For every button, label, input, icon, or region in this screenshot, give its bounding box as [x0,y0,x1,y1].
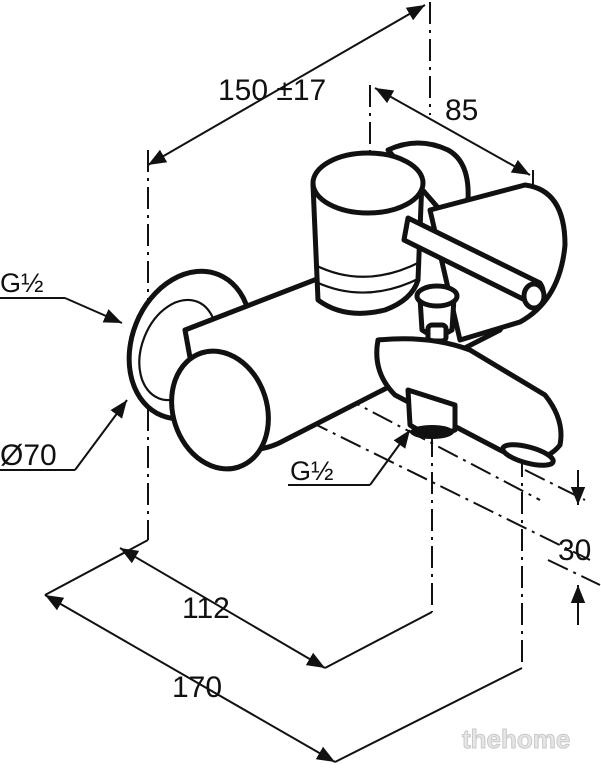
dim-center-to-spout: 112 [182,592,230,625]
dim-spout-height: 30 [558,534,591,567]
thread-inlet-label: G½ [0,268,44,298]
dim-flange-diameter: Ø70 [0,439,57,472]
thread-outlet-label: G½ [290,456,334,486]
dimension-lines [0,4,586,763]
faucet-body [126,140,568,472]
dim-total-width: 170 [172,671,222,704]
watermark-logo: thehome [462,724,570,754]
dim-handle-depth: 85 [445,94,478,127]
dim-overall-depth: 150 ±17 [218,74,326,107]
